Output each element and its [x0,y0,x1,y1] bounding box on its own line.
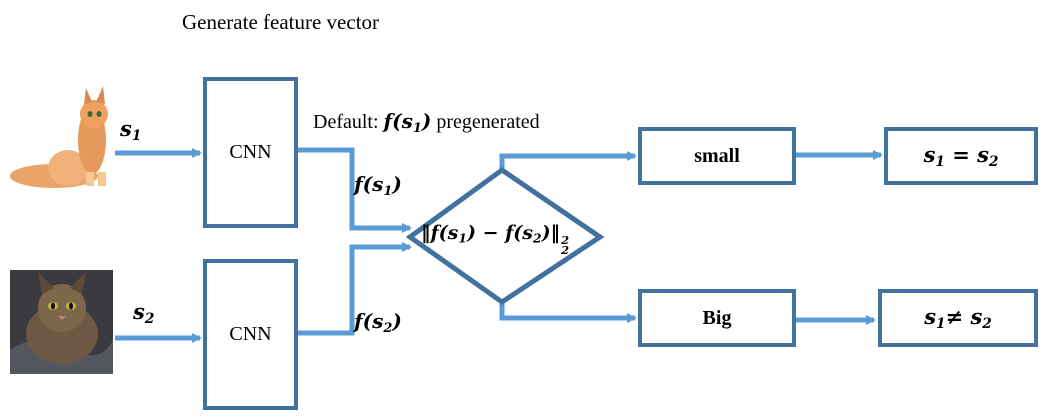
cnn-box-bottom: CNN [203,259,298,410]
arrow-cnn1-to-diamond [297,147,412,233]
small-label: small [694,144,740,167]
cnn-label: CNN [229,141,272,163]
default-note: Default: f(s1) pregenerated [313,109,540,136]
page-title: Generate feature vector [182,10,380,34]
label-f-s2: f(s2) [354,309,402,336]
big-box: Big [638,289,796,347]
arrow-diamond-to-small [499,151,637,172]
label-s1: s1 [120,116,142,145]
result-notequal-box: s1≠ s2 [878,289,1038,347]
label-s2: s2 [133,299,155,328]
result-equal-box: s1 = s2 [884,127,1038,185]
default-note-prefix: Default: [313,111,379,133]
arrow-cnn2-to-diamond [297,242,412,336]
default-note-suffix: pregenerated [436,111,540,133]
result-notequal-label: s1≠ s2 [924,303,992,333]
label-f-s1: f(s1) [354,172,402,199]
decision-diamond [405,166,605,306]
cat-image-s2 [10,270,113,374]
big-label: Big [702,306,732,329]
cnn-box-top: CNN [203,77,298,228]
arrow-diamond-to-big [499,302,637,323]
cat-image-s1 [6,82,114,192]
result-equal-label: s1 = s2 [923,141,999,171]
cnn-label: CNN [229,323,272,345]
small-box: small [638,127,796,185]
